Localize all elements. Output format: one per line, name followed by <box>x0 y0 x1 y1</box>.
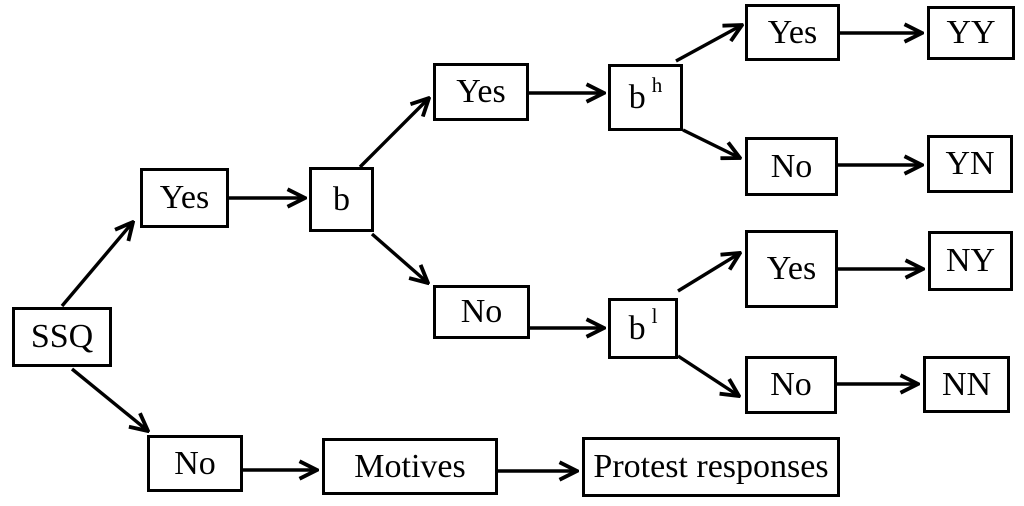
node-protest-responses-label: Protest responses <box>593 448 829 485</box>
node-outcome-yn-label: YN <box>945 145 995 182</box>
node-no-level2-label: No <box>460 293 503 330</box>
node-ssq-label: SSQ <box>30 318 94 355</box>
node-motives: Motives <box>322 438 498 495</box>
node-yes-level1: Yes <box>140 168 229 228</box>
node-yes-low-label: Yes <box>766 250 817 287</box>
edge-ssq-to-yes1 <box>60 222 133 308</box>
node-b-low-base: b <box>628 309 646 347</box>
edge-blow-to-yes4 <box>677 253 740 293</box>
node-yes-level2: Yes <box>433 63 529 121</box>
node-outcome-nn: NN <box>923 356 1010 413</box>
node-b-low-superscript: l <box>651 303 658 328</box>
node-b-label: b <box>333 180 350 218</box>
node-outcome-ny: NY <box>928 231 1013 291</box>
node-yes-level1-label: Yes <box>159 179 210 216</box>
edge-blow-to-no4 <box>677 354 739 396</box>
node-no-bottom: No <box>147 435 243 492</box>
node-no-high-label: No <box>770 147 813 185</box>
node-no-level2: No <box>433 285 530 339</box>
node-yes-low: Yes <box>745 230 838 308</box>
edge-bhigh-to-no3 <box>682 128 740 158</box>
edge-ssq-to-no5 <box>70 367 148 431</box>
edge-bhigh-to-yes3 <box>675 25 742 63</box>
node-no-low: No <box>745 356 837 414</box>
node-b-high-superscript: h <box>651 72 663 97</box>
node-yes-high-label: Yes <box>767 13 818 51</box>
node-b: b <box>309 167 374 232</box>
node-outcome-ny-label: NY <box>945 242 996 279</box>
edge-b-to-no2 <box>370 232 428 283</box>
node-no-bottom-label: No <box>174 444 216 482</box>
node-protest-responses: Protest responses <box>582 437 840 497</box>
node-no-low-label: No <box>770 366 812 403</box>
node-motives-label: Motives <box>354 447 466 485</box>
node-ssq: SSQ <box>12 307 112 367</box>
node-outcome-yy-label: YY <box>946 14 996 51</box>
node-yes-high: Yes <box>745 4 840 61</box>
node-outcome-nn-label: NN <box>941 365 992 403</box>
node-no-high: No <box>745 137 838 196</box>
node-b-high-base: b <box>628 78 646 116</box>
node-outcome-yn: YN <box>927 135 1013 193</box>
node-yes-level2-label: Yes <box>456 73 506 110</box>
edge-b-to-yes2 <box>358 98 429 169</box>
node-outcome-yy: YY <box>927 6 1015 60</box>
